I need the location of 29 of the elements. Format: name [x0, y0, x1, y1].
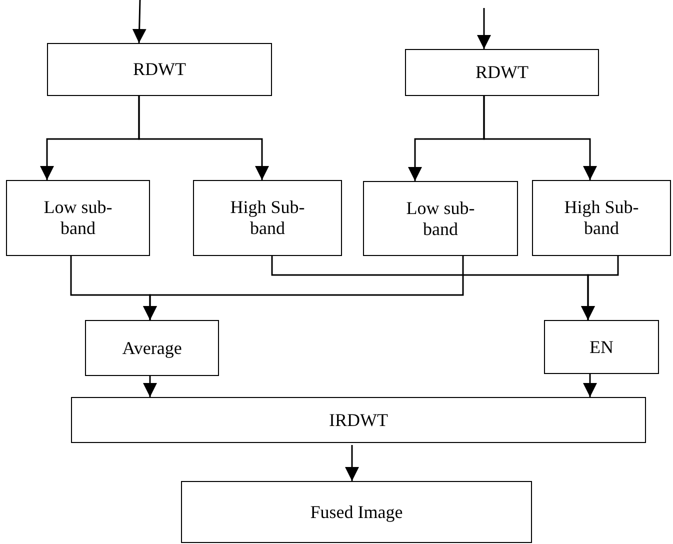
arrow — [143, 256, 464, 320]
process-box — [85, 320, 219, 376]
process-box — [405, 49, 599, 96]
box-label: RDWT — [132, 59, 187, 80]
arrow — [583, 374, 597, 397]
box-label: Average — [121, 338, 183, 358]
arrow — [132, 0, 146, 44]
process-box — [532, 180, 671, 256]
process-box — [181, 481, 532, 543]
box-label: Low sub-band — [405, 198, 476, 240]
process-box — [47, 43, 272, 96]
process-box — [6, 180, 150, 256]
process-box — [363, 181, 518, 256]
process-box — [544, 320, 659, 374]
box-label: EN — [588, 336, 614, 358]
process-box — [193, 180, 342, 256]
box-label: High Sub-band — [229, 197, 306, 239]
arrow — [138, 96, 269, 180]
box-label: Fused Image — [309, 502, 404, 522]
arrow — [477, 8, 491, 49]
process-box — [71, 397, 646, 443]
arrow — [345, 445, 359, 481]
box-label: IRDWT — [328, 410, 389, 430]
arrow — [483, 96, 597, 180]
box-label: High Sub-band — [563, 197, 640, 239]
box-label: RDWT — [474, 62, 530, 83]
box-label: Low sub-band — [42, 197, 114, 239]
arrow — [143, 376, 157, 397]
arrow — [581, 256, 619, 320]
